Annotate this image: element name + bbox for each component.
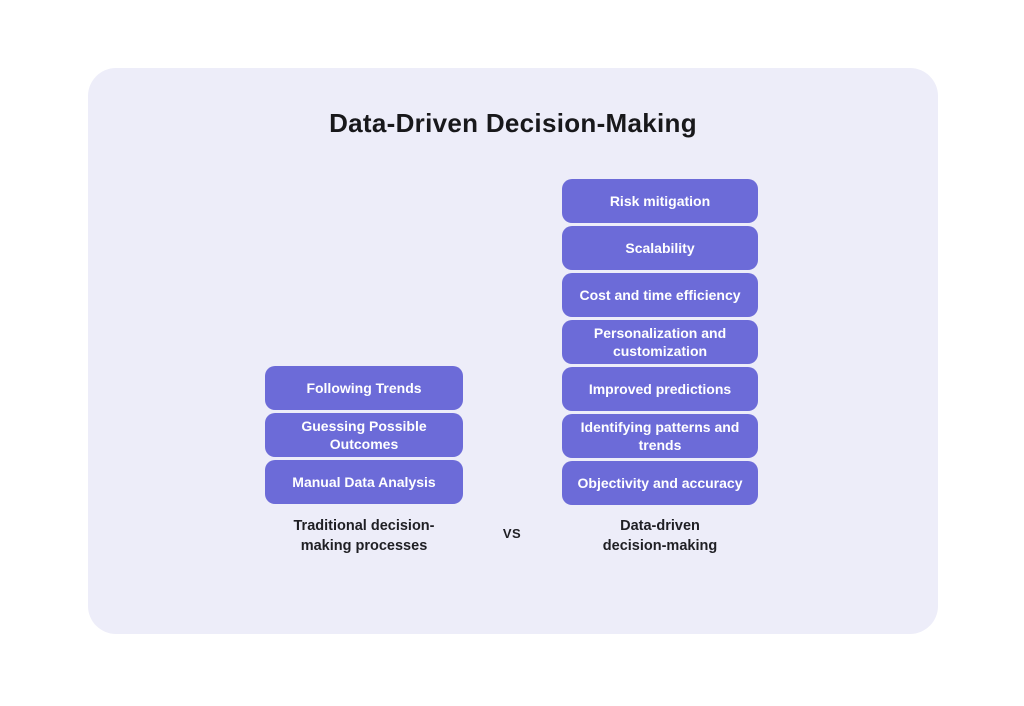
traditional-caption: Traditional decision- making processes xyxy=(293,518,435,554)
vs-label: VS xyxy=(502,526,522,541)
data-driven-caption: Data-driven decision-making xyxy=(602,518,718,554)
data-driven-item: Objectivity and accuracy xyxy=(562,461,758,505)
data-driven-column: Risk mitigation Scalability Cost and tim… xyxy=(562,179,758,505)
traditional-item: Guessing Possible Outcomes xyxy=(265,413,463,457)
data-driven-item: Improved predictions xyxy=(562,367,758,411)
data-driven-item: Cost and time efficiency xyxy=(562,273,758,317)
data-driven-item: Scalability xyxy=(562,226,758,270)
data-driven-item: Personalization and customization xyxy=(562,320,758,364)
infographic-title: Data-Driven Decision-Making xyxy=(329,108,697,138)
traditional-item: Following Trends xyxy=(265,366,463,410)
traditional-item: Manual Data Analysis xyxy=(265,460,463,504)
data-driven-item: Identifying patterns and trends xyxy=(562,414,758,458)
infographic-panel: Data-Driven Decision-Making Following Tr… xyxy=(88,68,938,634)
traditional-column: Following Trends Guessing Possible Outco… xyxy=(265,366,463,504)
data-driven-item: Risk mitigation xyxy=(562,179,758,223)
